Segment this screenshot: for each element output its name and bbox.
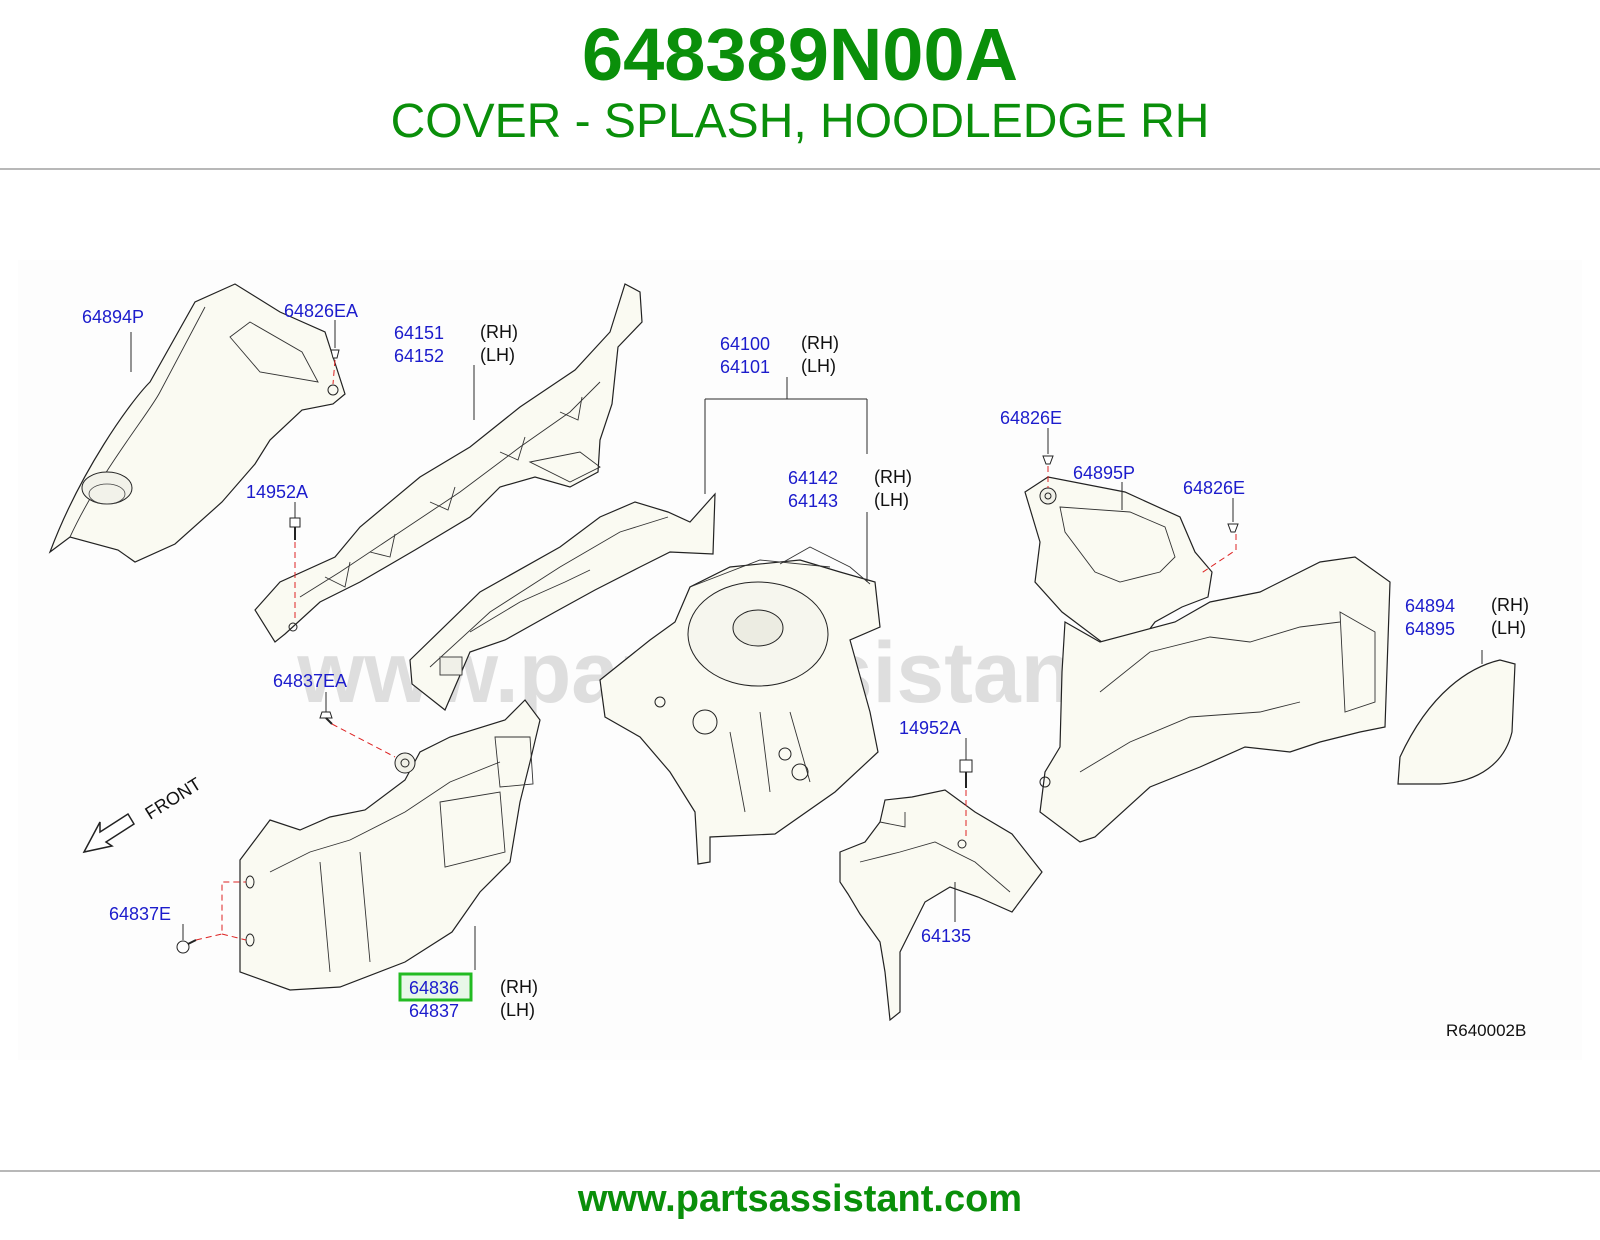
fastener-64826EA-icon — [330, 349, 340, 359]
fastener-64826E-right-icon — [1227, 523, 1239, 533]
callout-64826E-top: 64826E — [1000, 408, 1062, 428]
callout-64836-side: (RH) — [500, 977, 538, 997]
callout-14952A-right: 14952A — [899, 718, 961, 738]
parts-diagram: www.partsassistant.com — [0, 172, 1600, 1168]
callout-64895P: 64895P — [1073, 463, 1135, 483]
callout-64837EA: 64837EA — [273, 671, 347, 691]
fastener-64837E-icon — [176, 939, 197, 954]
callout-64826E-right: 64826E — [1183, 478, 1245, 498]
fastener-64826E-top-icon — [1042, 455, 1054, 465]
part-64836-shape — [239, 699, 541, 991]
callout-64895: 64895 — [1405, 619, 1455, 639]
part-64142-shape — [409, 492, 716, 711]
callout-64101-side: (LH) — [801, 356, 836, 376]
diagram-reference-code: R640002B — [1446, 1021, 1526, 1040]
part-description: COVER - SPLASH, HOODLEDGE RH — [390, 95, 1210, 148]
callout-64151-side: (RH) — [480, 322, 518, 342]
parts-diagram-svg: www.partsassistant.com — [18, 260, 1582, 1060]
part-64895P-shape — [1024, 476, 1213, 653]
callout-64836: 64836 — [409, 978, 459, 998]
callout-64100: 64100 — [720, 334, 770, 354]
fastener-14952A-right-icon — [959, 759, 973, 788]
callout-64837-side: (LH) — [500, 1000, 535, 1020]
callout-64895-side: (LH) — [1491, 618, 1526, 638]
callout-64152-side: (LH) — [480, 345, 515, 365]
callout-64837: 64837 — [409, 1001, 459, 1021]
callout-64135: 64135 — [921, 926, 971, 946]
part-64894P-shape — [48, 283, 346, 563]
selected-part-highlight — [398, 972, 473, 1002]
footer-divider — [0, 1170, 1600, 1172]
part-64894-shape — [1039, 556, 1391, 843]
part-64135-shape — [839, 789, 1043, 1022]
callout-64837E: 64837E — [109, 904, 171, 924]
page-header: 648389N00A COVER - SPLASH, HOODLEDGE RH — [0, 0, 1600, 170]
header-divider — [0, 168, 1600, 170]
callout-64894P: 64894P — [82, 307, 144, 327]
fastener-64837EA-icon — [319, 711, 333, 725]
part-64100-shape — [599, 546, 881, 865]
part-64894-seal-shape — [1397, 659, 1516, 785]
alignment-lines — [195, 359, 1237, 941]
callout-14952A-left: 14952A — [246, 482, 308, 502]
callout-64143-side: (LH) — [874, 490, 909, 510]
callout-64894-side: (RH) — [1491, 595, 1529, 615]
callout-64894: 64894 — [1405, 596, 1455, 616]
part-number-title: 648389N00A — [581, 13, 1019, 96]
front-direction-arrow-icon — [82, 812, 136, 854]
leader-lines — [130, 320, 1483, 970]
callout-64100-side: (RH) — [801, 333, 839, 353]
callout-64142: 64142 — [788, 468, 838, 488]
callout-64142-side: (RH) — [874, 467, 912, 487]
callout-64152: 64152 — [394, 346, 444, 366]
callout-64151: 64151 — [394, 323, 444, 343]
callout-64101: 64101 — [720, 357, 770, 377]
footer-url-link[interactable]: www.partsassistant.com — [577, 1178, 1023, 1220]
part-64151-shape — [254, 283, 643, 643]
callout-64826EA: 64826EA — [284, 301, 358, 321]
callout-64143: 64143 — [788, 491, 838, 511]
